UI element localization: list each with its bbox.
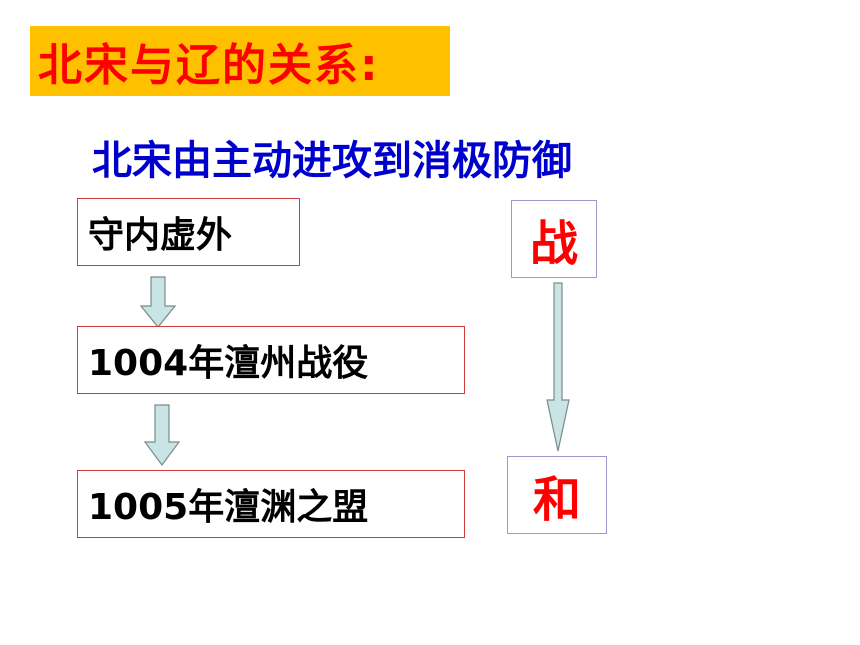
relation-peace-box: 和 — [507, 456, 607, 534]
flow-step-1: 守内虚外 — [77, 198, 300, 266]
down-arrow-icon — [144, 404, 180, 466]
down-arrow-icon — [140, 276, 176, 328]
flow-step-3-label: 1005年澶渊之盟 — [88, 487, 369, 528]
relation-war-label: 战 — [529, 216, 578, 272]
title-banner: 北宋与辽的关系: — [30, 26, 450, 96]
long-down-arrow-icon — [546, 282, 570, 452]
slide-title: 北宋与辽的关系: — [38, 40, 380, 91]
flow-step-2: 1004年澶州战役 — [77, 326, 465, 394]
flow-step-1-label: 守内虚外 — [88, 215, 233, 256]
relation-peace-label: 和 — [532, 472, 581, 528]
slide-subtitle: 北宋由主动进攻到消极防御 — [92, 138, 572, 184]
relation-war-box: 战 — [511, 200, 597, 278]
flow-step-2-label: 1004年澶州战役 — [88, 343, 369, 384]
flow-step-3: 1005年澶渊之盟 — [77, 470, 465, 538]
